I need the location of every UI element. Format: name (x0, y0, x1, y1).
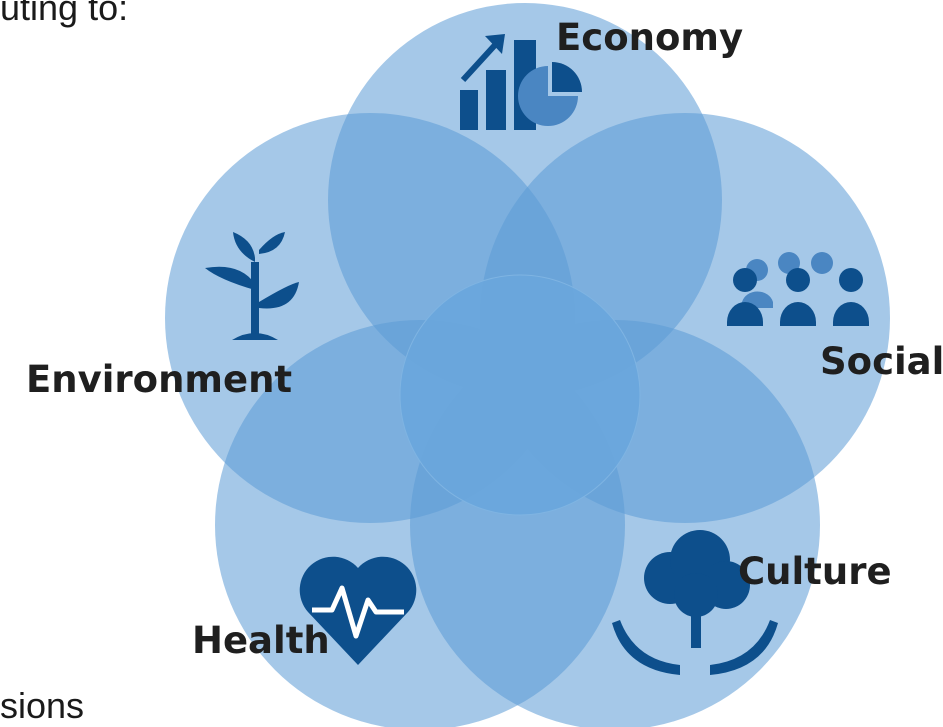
label-economy: Economy (556, 16, 743, 59)
venn-circles (165, 3, 890, 727)
bar-chart-growth-icon (460, 34, 582, 130)
center-circle (399, 274, 641, 516)
top-text-fragment: uting to: (0, 0, 129, 28)
label-culture: Culture (738, 550, 892, 593)
tree-in-hands-icon (612, 530, 778, 675)
label-social: Social (820, 340, 943, 383)
label-health: Health (192, 619, 330, 662)
people-group-icon (727, 252, 869, 326)
heart-pulse-icon (299, 556, 417, 665)
bottom-text-fragment: sions (0, 685, 85, 726)
sprout-plant-icon (205, 232, 299, 340)
label-environment: Environment (26, 358, 292, 401)
